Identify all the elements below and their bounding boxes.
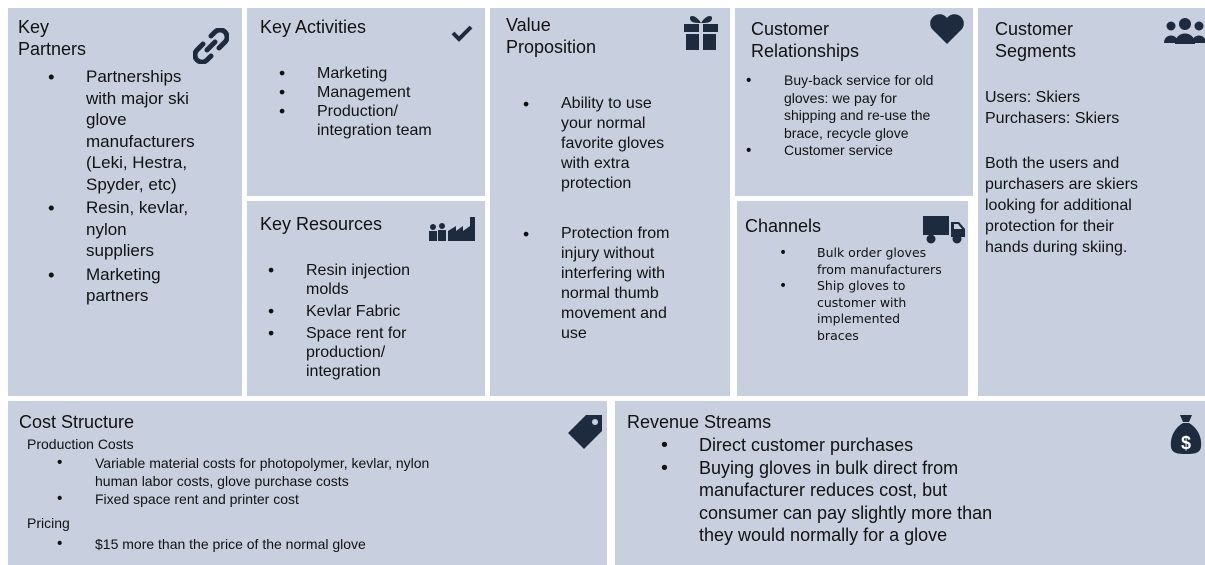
list-item: Protection from injury without interferi… — [523, 224, 670, 344]
key-partners-list: Partnerships with major ski glove manufa… — [48, 66, 195, 307]
list-item: Resin, kevlar, nylon suppliers — [48, 197, 195, 262]
channels-title: Channels — [745, 216, 822, 236]
checkmark-icon — [451, 24, 473, 47]
value-proposition-list: Ability to use your normal favorite glov… — [523, 94, 670, 344]
list-item: Buying gloves in bulk direct from manufa… — [661, 457, 992, 547]
key-resources-list: Resin injection molds Kevlar Fabric Spac… — [268, 261, 410, 381]
customer-relationships-block: Customer Relationships Buy-back service … — [735, 8, 973, 196]
production-costs-list: Variable material costs for photopolymer… — [57, 454, 429, 508]
key-activities-list: Marketing Management Production/ integra… — [279, 64, 432, 140]
money-bag-icon: $ — [1170, 413, 1202, 460]
list-item: Direct customer purchases — [661, 434, 992, 457]
value-proposition-block: Value Proposition Ability to use your no… — [490, 8, 730, 396]
key-partners-block: Key Partners Partnerships with major ski… — [8, 8, 242, 396]
list-item: $15 more than the price of the normal gl… — [57, 535, 366, 553]
list-item: Kevlar Fabric — [268, 302, 410, 321]
customer-segments-title: Customer Segments — [995, 19, 1077, 61]
users-icon — [1163, 17, 1205, 50]
list-item: Partnerships with major ski glove manufa… — [48, 66, 195, 195]
list-item: Bulk order gloves from manufacturers — [779, 245, 942, 278]
channels-block: Channels Bulk order gloves from manufact… — [737, 201, 968, 396]
list-item: Marketing — [279, 64, 432, 83]
list-item: Fixed space rent and printer cost — [57, 490, 429, 508]
list-item: Marketing partners — [48, 264, 195, 307]
list-item: Customer service — [746, 142, 933, 160]
pricing-heading: Pricing — [27, 515, 70, 531]
list-item: Ability to use your normal favorite glov… — [523, 94, 669, 194]
key-activities-block: Key Activities Marketing Management Prod… — [247, 8, 485, 196]
gift-icon — [683, 13, 719, 56]
customer-segments-block: Customer Segments Users: Skiers Purchase… — [978, 8, 1205, 396]
customer-relationships-title: Customer Relationships — [751, 19, 860, 61]
list-item: Variable material costs for photopolymer… — [57, 454, 429, 490]
revenue-streams-list: Direct customer purchases Buying gloves … — [661, 434, 992, 547]
users-line: Users: Skiers — [985, 89, 1081, 106]
list-item: Resin injection molds — [268, 261, 410, 299]
customer-relationships-list: Buy-back service for old gloves: we pay … — [746, 72, 934, 160]
link-icon — [192, 27, 230, 69]
heart-icon — [929, 13, 965, 50]
channels-list: Bulk order gloves from manufacturers Shi… — [779, 245, 942, 344]
svg-text:$: $ — [1181, 433, 1191, 453]
segments-description: Both the users and purchasers are skiers… — [985, 155, 1138, 256]
cost-structure-title: Cost Structure — [19, 412, 135, 432]
key-resources-block: Key Resources Resin injection molds Kevl… — [247, 201, 485, 396]
list-item: Ship gloves to customer with implemented… — [779, 278, 942, 344]
production-costs-heading: Production Costs — [27, 436, 134, 452]
truck-icon — [922, 213, 966, 250]
key-partners-title: Key Partners — [18, 17, 87, 59]
value-proposition-title: Value Proposition — [506, 15, 597, 57]
revenue-streams-block: Revenue Streams $ Direct customer purcha… — [615, 401, 1205, 565]
key-resources-title: Key Resources — [260, 214, 383, 234]
factory-icon — [427, 215, 477, 250]
key-activities-title: Key Activities — [260, 17, 367, 37]
list-item: Buy-back service for old gloves: we pay … — [746, 72, 934, 142]
list-item: Production/ integration team — [279, 102, 432, 140]
purchasers-line: Purchasers: Skiers — [985, 110, 1120, 127]
list-item: Space rent for production/ integration — [268, 324, 410, 381]
price-tag-icon — [566, 413, 604, 456]
cost-structure-block: Cost Structure Production Costs Variable… — [8, 401, 607, 565]
pricing-list: $15 more than the price of the normal gl… — [57, 535, 366, 553]
revenue-streams-title: Revenue Streams — [627, 412, 772, 432]
list-item: Management — [279, 83, 432, 102]
